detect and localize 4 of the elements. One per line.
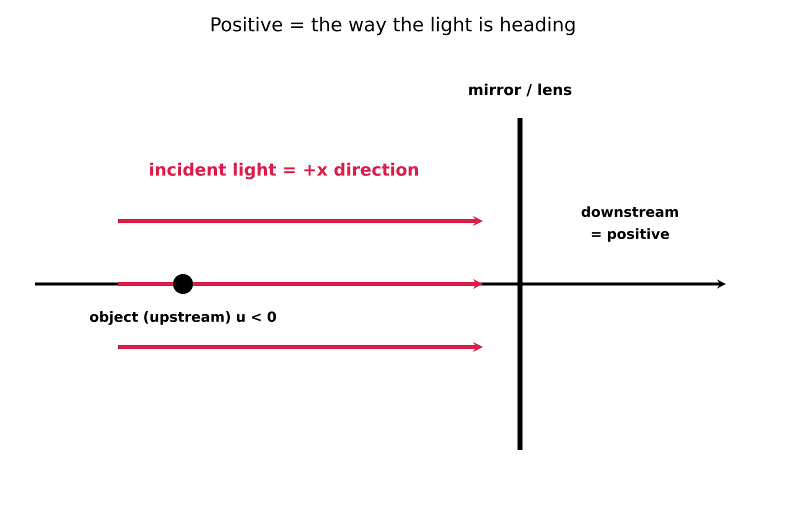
object-label: object (upstream) u < 0 — [90, 311, 276, 325]
title: Positive = the way the light is heading — [212, 16, 574, 36]
mirror-label: mirror / lens — [469, 84, 572, 96]
incident-light-label: incident light = +x direction — [150, 162, 418, 180]
